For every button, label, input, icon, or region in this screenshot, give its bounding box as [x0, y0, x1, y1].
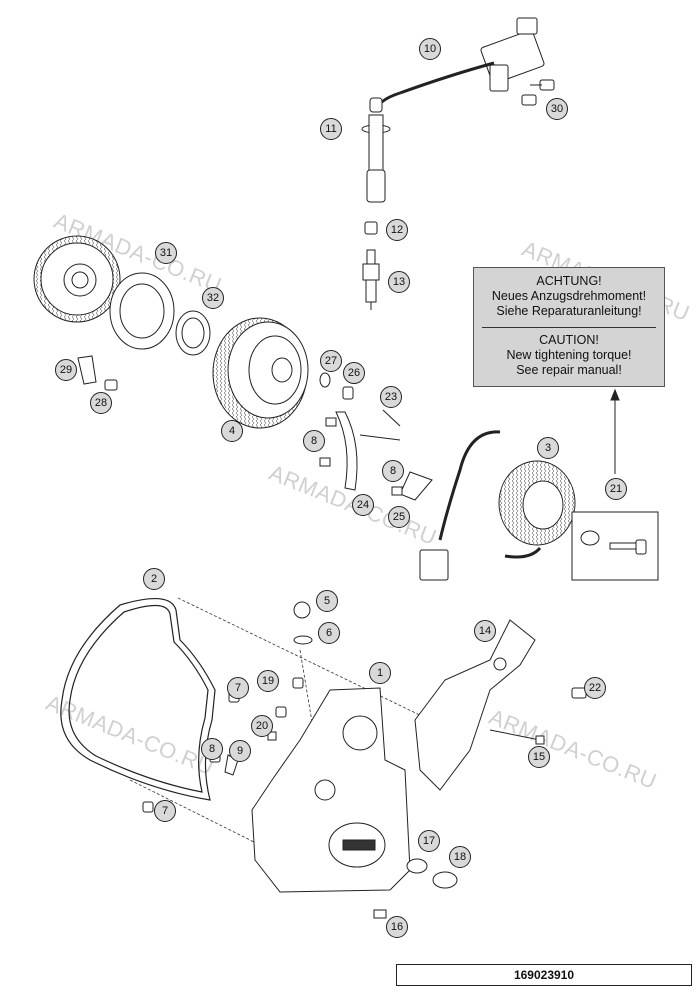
callout-17: 17	[418, 830, 440, 852]
warning-de-line: Neues Anzugsdrehmoment!	[491, 289, 647, 303]
callout-32: 32	[202, 287, 224, 309]
callout-28: 28	[90, 392, 112, 414]
callout-18: 18	[449, 846, 471, 868]
rotor	[212, 317, 309, 429]
callout-23: 23	[380, 386, 402, 408]
spark-plug	[362, 221, 380, 310]
callout-13: 13	[388, 271, 410, 293]
ignition-cover	[251, 687, 411, 893]
spark-plug-cap	[361, 97, 391, 203]
callout-9: 9	[229, 740, 251, 762]
sprocket-cover	[414, 619, 587, 791]
diagram-number: 169023910	[396, 964, 692, 986]
bolt	[521, 79, 555, 106]
callout-26: 26	[343, 362, 365, 384]
washer	[319, 372, 354, 400]
starter-gear	[33, 235, 121, 323]
needle-bearing	[175, 310, 211, 356]
warning-divider	[482, 327, 656, 328]
callout-7: 7	[154, 800, 176, 822]
callout-19: 19	[257, 670, 279, 692]
callout-2: 2	[143, 568, 165, 590]
stator	[419, 430, 576, 581]
callout-12: 12	[386, 219, 408, 241]
gasket	[60, 597, 216, 801]
callout-7: 7	[227, 677, 249, 699]
callout-5: 5	[316, 590, 338, 612]
callout-25: 25	[388, 506, 410, 528]
callout-14: 14	[474, 620, 496, 642]
callout-8: 8	[201, 738, 223, 760]
warning-german: ACHTUNG! Neues Anzugsdrehmoment! Siehe R…	[474, 274, 664, 319]
bracket	[77, 355, 118, 391]
callout-21: 21	[605, 478, 627, 500]
callout-3: 3	[537, 437, 559, 459]
chain-guide-rail	[319, 409, 433, 501]
ignition-coil	[376, 17, 545, 107]
callout-8: 8	[303, 430, 325, 452]
callout-1: 1	[369, 662, 391, 684]
warning-en-line: CAUTION!	[539, 333, 599, 347]
callout-15: 15	[528, 746, 550, 768]
callout-24: 24	[352, 494, 374, 516]
callout-20: 20	[251, 715, 273, 737]
warning-english: CAUTION! New tightening torque! See repa…	[474, 333, 664, 378]
callout-4: 4	[221, 420, 243, 442]
callout-31: 31	[155, 242, 177, 264]
warning-en-line: See repair manual!	[516, 363, 622, 377]
detail-box	[571, 388, 659, 581]
callout-30: 30	[546, 98, 568, 120]
warning-box: ACHTUNG! Neues Anzugsdrehmoment! Siehe R…	[473, 267, 665, 387]
callout-6: 6	[318, 622, 340, 644]
freewheel	[109, 272, 175, 350]
callout-27: 27	[320, 350, 342, 372]
warning-en-line: New tightening torque!	[506, 348, 632, 362]
callout-16: 16	[386, 916, 408, 938]
warning-de-line: ACHTUNG!	[536, 274, 602, 288]
warning-de-line: Siehe Reparaturanleitung!	[496, 304, 642, 318]
callout-22: 22	[584, 677, 606, 699]
callout-11: 11	[320, 118, 342, 140]
callout-10: 10	[419, 38, 441, 60]
callout-8: 8	[382, 460, 404, 482]
callout-29: 29	[55, 359, 77, 381]
